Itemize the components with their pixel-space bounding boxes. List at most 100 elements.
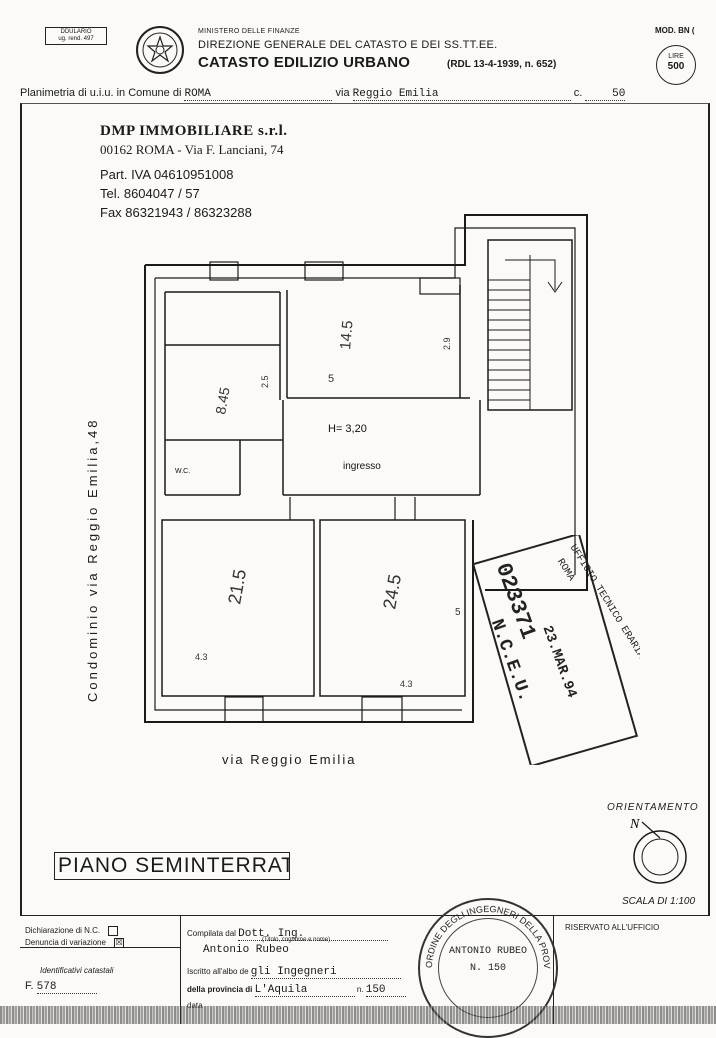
compilata-value: Dott. Ing. xyxy=(238,928,389,941)
company-tel: Tel. 8604047 / 57 xyxy=(100,186,200,201)
footer-table xyxy=(20,915,710,1024)
ministry-name: MINISTERO DELLE FINANZE xyxy=(198,28,300,35)
company-address: 00162 ROMA - Via F. Lanciani, 74 xyxy=(100,142,284,157)
direzione-generale: DIREZIONE GENERALE DEL CATASTO E DEI SS.… xyxy=(198,39,498,51)
albo-value: gli Ingegneri xyxy=(250,966,401,979)
wc-label: W.C. xyxy=(175,468,190,475)
inner-outline-top xyxy=(155,227,576,575)
lire-stamp: LIRE 500 xyxy=(656,45,696,85)
north-arrow-icon: N xyxy=(630,817,687,884)
floor-label: PIANO SEMINTERRATO xyxy=(54,852,290,880)
footer-hline xyxy=(20,947,180,948)
inner-outline xyxy=(154,278,462,711)
dichiarazione-label: Dichiarazione di N.C. xyxy=(25,926,101,936)
dim-4-3-right: 4.3 xyxy=(400,679,413,689)
area-8-45: 8.45 xyxy=(212,386,233,416)
denuncia-checkbox: ☒ xyxy=(114,938,125,948)
data-label: data xyxy=(187,1001,203,1010)
titolo-note: (Titolo, cognome e nome) xyxy=(262,937,331,943)
civ-label: c. xyxy=(573,87,583,99)
provincia-row: della provincia di L'Aquila n. 150 xyxy=(187,984,406,997)
n-label: n. xyxy=(356,985,364,994)
stamp-city: ROMA xyxy=(554,557,576,583)
scan-noise xyxy=(0,1006,716,1024)
foglio-row: F. 578 xyxy=(25,980,97,994)
civ-value: 50 xyxy=(585,88,626,101)
window-top-2 xyxy=(304,261,344,281)
window-bottom-1 xyxy=(224,696,264,723)
denuncia-label: Denuncia di variazione xyxy=(25,938,106,948)
dim-2-9: 2.9 xyxy=(442,337,452,350)
catasto-title: CATASTO EDILIZIO URBANO xyxy=(198,54,411,71)
rdl-reference: (RDL 13-4-1939, n. 652) xyxy=(447,59,557,70)
seal-ring-text: ORDINE DEGLI INGEGNERI DELLA PROVINCIA D… xyxy=(418,898,552,969)
denuncia-row: Denuncia di variazione ☒ xyxy=(25,938,125,948)
italian-republic-emblem-icon xyxy=(136,26,184,74)
foglio-label: F. xyxy=(25,980,34,992)
dim-4-3-left: 4.3 xyxy=(195,652,208,662)
seal-number: N. 150 xyxy=(470,963,506,974)
star-emblem-icon xyxy=(142,32,178,68)
via-label: via xyxy=(335,87,350,99)
numero-value: 150 xyxy=(365,984,406,997)
height-label: H= 3,20 xyxy=(328,423,367,435)
ingresso-label: ingresso xyxy=(343,461,381,472)
window-top-1 xyxy=(209,261,239,281)
via-value: Reggio Emilia xyxy=(352,88,571,101)
riservato-label: RISERVATO ALL'UFFICIO xyxy=(565,923,660,932)
footer-divider-1 xyxy=(180,916,181,1024)
modulo-box: DDULARIO ug. rend. 497 xyxy=(45,27,107,45)
seal-ring-path: ORDINE DEGLI INGEGNERI DELLA PROVINCIA D… xyxy=(418,898,552,969)
window-bottom-2 xyxy=(361,696,403,723)
identificativi-label: Identificativi catastali xyxy=(40,966,114,975)
company-piva: Part. IVA 04610951008 xyxy=(100,167,234,182)
orientation-label: ORIENTAMENTO xyxy=(607,802,699,813)
data-row: data xyxy=(187,1001,203,1010)
bottom-street-label: via Reggio Emilia xyxy=(222,752,357,767)
dichiarazione-checkbox xyxy=(108,926,119,936)
scale-label: SCALA DI 1:100 xyxy=(622,896,696,907)
area-14-5: 14.5 xyxy=(337,320,356,351)
outer-wall xyxy=(144,265,474,723)
iscritto-label: Iscritto all'albo de xyxy=(187,967,249,976)
north-label: N xyxy=(630,817,640,832)
room-left xyxy=(161,519,315,697)
company-contacts: Part. IVA 04610951008 Tel. 8604047 / 57 … xyxy=(100,165,252,222)
condominio-street-label: Condominio via Reggio Emilia,48 xyxy=(85,417,100,703)
seal-name: ANTONIO RUBEO xyxy=(449,946,527,957)
planimetria-line: Planimetria di u.i.u. in Comune di ROMA … xyxy=(20,87,626,101)
comune-value: ROMA xyxy=(184,88,333,101)
lire-label: LIRE xyxy=(668,53,684,60)
dichiarazione-row: Dichiarazione di N.C. xyxy=(25,926,119,936)
ufficio-tecnico-stamp: UFFICIO TECNICO ERARIALE ROMA 023371 23.… xyxy=(471,535,640,765)
foglio-value: 578 xyxy=(36,981,97,994)
stamp-date: 23.MAR.94 xyxy=(539,624,580,701)
provincia-label: della provincia di xyxy=(187,985,253,994)
dim-5-right: 5 xyxy=(455,607,461,618)
stamp-office: UFFICIO TECNICO ERARIALE xyxy=(567,543,640,671)
seal-text: ORDINE DEGLI INGEGNERI DELLA PROVINCIA D… xyxy=(418,898,552,974)
compilata-row: Compilata dal Dott. Ing. xyxy=(187,928,389,941)
modulo-line-1: DDULARIO xyxy=(60,29,92,35)
mod-bn: MOD. BN ( xyxy=(655,26,695,35)
nome-value: Antonio Rubeo xyxy=(203,944,289,956)
company-stamp: DMP IMMOBILIARE s.r.l. 00162 ROMA - Via … xyxy=(100,123,288,158)
area-24-5: 24.5 xyxy=(379,573,405,611)
company-fax: Fax 86321943 / 86323288 xyxy=(100,205,252,220)
dim-2-5: 2.5 xyxy=(260,375,270,388)
provincia-value: L'Aquila xyxy=(254,984,355,997)
window-top-3 xyxy=(419,277,461,295)
lire-value: 500 xyxy=(667,61,685,72)
area-21-5: 21.5 xyxy=(224,568,250,606)
compilata-label: Compilata dal xyxy=(187,929,236,938)
modulo-line-2: ug. rend. 497 xyxy=(58,36,94,42)
iscritto-row: Iscritto all'albo de gli Ingegneri xyxy=(187,966,401,979)
drawing-frame xyxy=(20,103,710,915)
room-right xyxy=(319,519,466,697)
planimetria-prefix: Planimetria di u.i.u. in Comune di xyxy=(20,87,182,99)
dim-5-top: 5 xyxy=(328,373,334,385)
outer-wall-top xyxy=(145,214,588,591)
stair-treads xyxy=(488,259,563,401)
company-name: DMP IMMOBILIARE s.r.l. xyxy=(100,123,288,139)
